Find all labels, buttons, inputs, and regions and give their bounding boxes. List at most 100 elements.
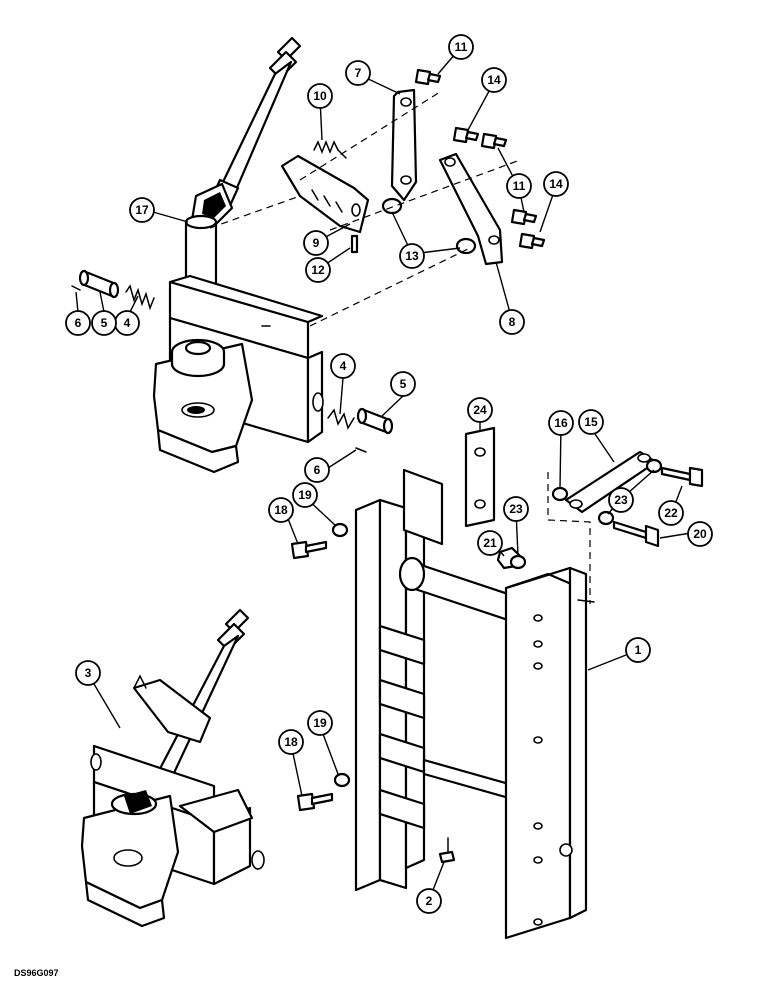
pivot-pin-5-left	[78, 269, 120, 299]
bolt-22	[660, 466, 704, 488]
svg-text:11: 11	[513, 179, 526, 193]
latch-9	[280, 154, 370, 234]
svg-text:15: 15	[584, 415, 598, 429]
callout-5-right: 5	[390, 371, 416, 397]
spacer-plate-24	[464, 426, 496, 528]
svg-text:19: 19	[298, 488, 312, 502]
svg-text:5: 5	[101, 316, 108, 330]
bolt-20	[612, 520, 660, 548]
callout-18-lower: 18	[278, 729, 304, 755]
svg-text:4: 4	[340, 359, 347, 373]
svg-text:18: 18	[284, 735, 298, 749]
callout-5-left: 5	[91, 310, 117, 336]
callout-16: 16	[548, 410, 574, 436]
callout-15: 15	[578, 409, 604, 435]
callout-17: 17	[129, 197, 155, 223]
callout-3: 3	[75, 660, 101, 686]
callout-23-right: 23	[608, 487, 634, 513]
callout-8: 8	[499, 309, 525, 335]
svg-text:14: 14	[549, 177, 563, 191]
svg-text:11: 11	[455, 40, 468, 54]
bushing-13-upper	[381, 197, 403, 215]
spring-4-left	[125, 284, 155, 311]
svg-text:14: 14	[487, 73, 501, 87]
callout-20: 20	[687, 521, 713, 547]
callout-14-low: 14	[543, 171, 569, 197]
svg-text:13: 13	[405, 249, 419, 263]
callout-24: 24	[467, 397, 493, 423]
svg-text:23: 23	[509, 502, 523, 516]
bushing-13-lower	[455, 237, 477, 255]
svg-text:17: 17	[135, 203, 149, 217]
svg-text:6: 6	[314, 463, 321, 477]
svg-text:10: 10	[313, 89, 327, 103]
callout-11-mid: 11	[506, 173, 532, 199]
bolt-11-low	[510, 208, 538, 226]
svg-text:18: 18	[274, 503, 288, 517]
callout-1: 1	[625, 637, 651, 663]
callout-22: 22	[658, 500, 684, 526]
spring-10	[313, 139, 347, 159]
callout-19-upper: 19	[292, 482, 318, 508]
callout-23-center: 23	[503, 496, 529, 522]
svg-text:3: 3	[85, 666, 92, 680]
svg-text:23: 23	[614, 493, 628, 507]
bolt-11-top	[414, 68, 442, 86]
callout-4-left: 4	[114, 310, 140, 336]
bolt-11-mid	[480, 132, 508, 150]
hitch-jaw-upper	[152, 338, 254, 474]
callout-18-upper: 18	[268, 497, 294, 523]
svg-text:12: 12	[311, 263, 325, 277]
callout-13: 13	[399, 243, 425, 269]
bolt-14-top	[452, 126, 480, 144]
svg-text:6: 6	[75, 316, 82, 330]
pivot-pin-5-right	[356, 407, 394, 435]
link-8	[438, 152, 504, 266]
svg-text:9: 9	[313, 236, 320, 250]
svg-text:5: 5	[400, 377, 407, 391]
callouts: 1 2 3 4 4 5 5 6 6 7 8 9 10 11 11 12 13 1…	[65, 34, 713, 914]
link-7	[390, 88, 418, 202]
callout-19-lower: 19	[307, 710, 333, 736]
washer-16	[551, 486, 569, 502]
cotter-pin-6-right	[355, 447, 367, 453]
callout-21: 21	[477, 530, 503, 556]
washer-23-right	[597, 458, 663, 526]
svg-text:21: 21	[483, 536, 497, 550]
svg-text:8: 8	[509, 315, 516, 329]
callout-6-right: 6	[304, 457, 330, 483]
washer-19-lower	[333, 772, 351, 788]
bracket-frame	[354, 468, 595, 940]
assembled-hitch	[80, 608, 265, 928]
svg-text:20: 20	[693, 527, 707, 541]
callout-9: 9	[303, 230, 329, 256]
svg-text:24: 24	[473, 403, 487, 417]
cotter-pin-6-left	[71, 285, 81, 291]
bolt-18-lower	[296, 792, 334, 812]
bolt-18-upper	[290, 540, 328, 560]
svg-text:22: 22	[664, 506, 678, 520]
bolt-2	[438, 837, 456, 864]
callout-14-top: 14	[481, 67, 507, 93]
svg-text:2: 2	[426, 894, 433, 908]
svg-text:7: 7	[355, 66, 362, 80]
callout-4-right: 4	[330, 353, 356, 379]
callout-7: 7	[345, 60, 371, 86]
bolt-14-low	[518, 232, 546, 250]
assembly-lines	[209, 91, 591, 604]
spring-4-right	[327, 408, 355, 430]
callout-11-top: 11	[448, 34, 474, 60]
svg-text:4: 4	[124, 316, 131, 330]
hitch-lever-handle	[190, 36, 302, 228]
svg-text:1: 1	[635, 643, 642, 657]
washer-19-upper	[331, 522, 349, 538]
drawing-code: DS96G097	[14, 968, 59, 978]
callout-10: 10	[307, 83, 333, 109]
callout-2: 2	[416, 888, 442, 914]
washer-23-center	[509, 554, 527, 570]
svg-text:19: 19	[313, 716, 327, 730]
svg-text:16: 16	[554, 416, 568, 430]
callout-6-left: 6	[65, 310, 91, 336]
roll-pin-12	[350, 234, 359, 254]
